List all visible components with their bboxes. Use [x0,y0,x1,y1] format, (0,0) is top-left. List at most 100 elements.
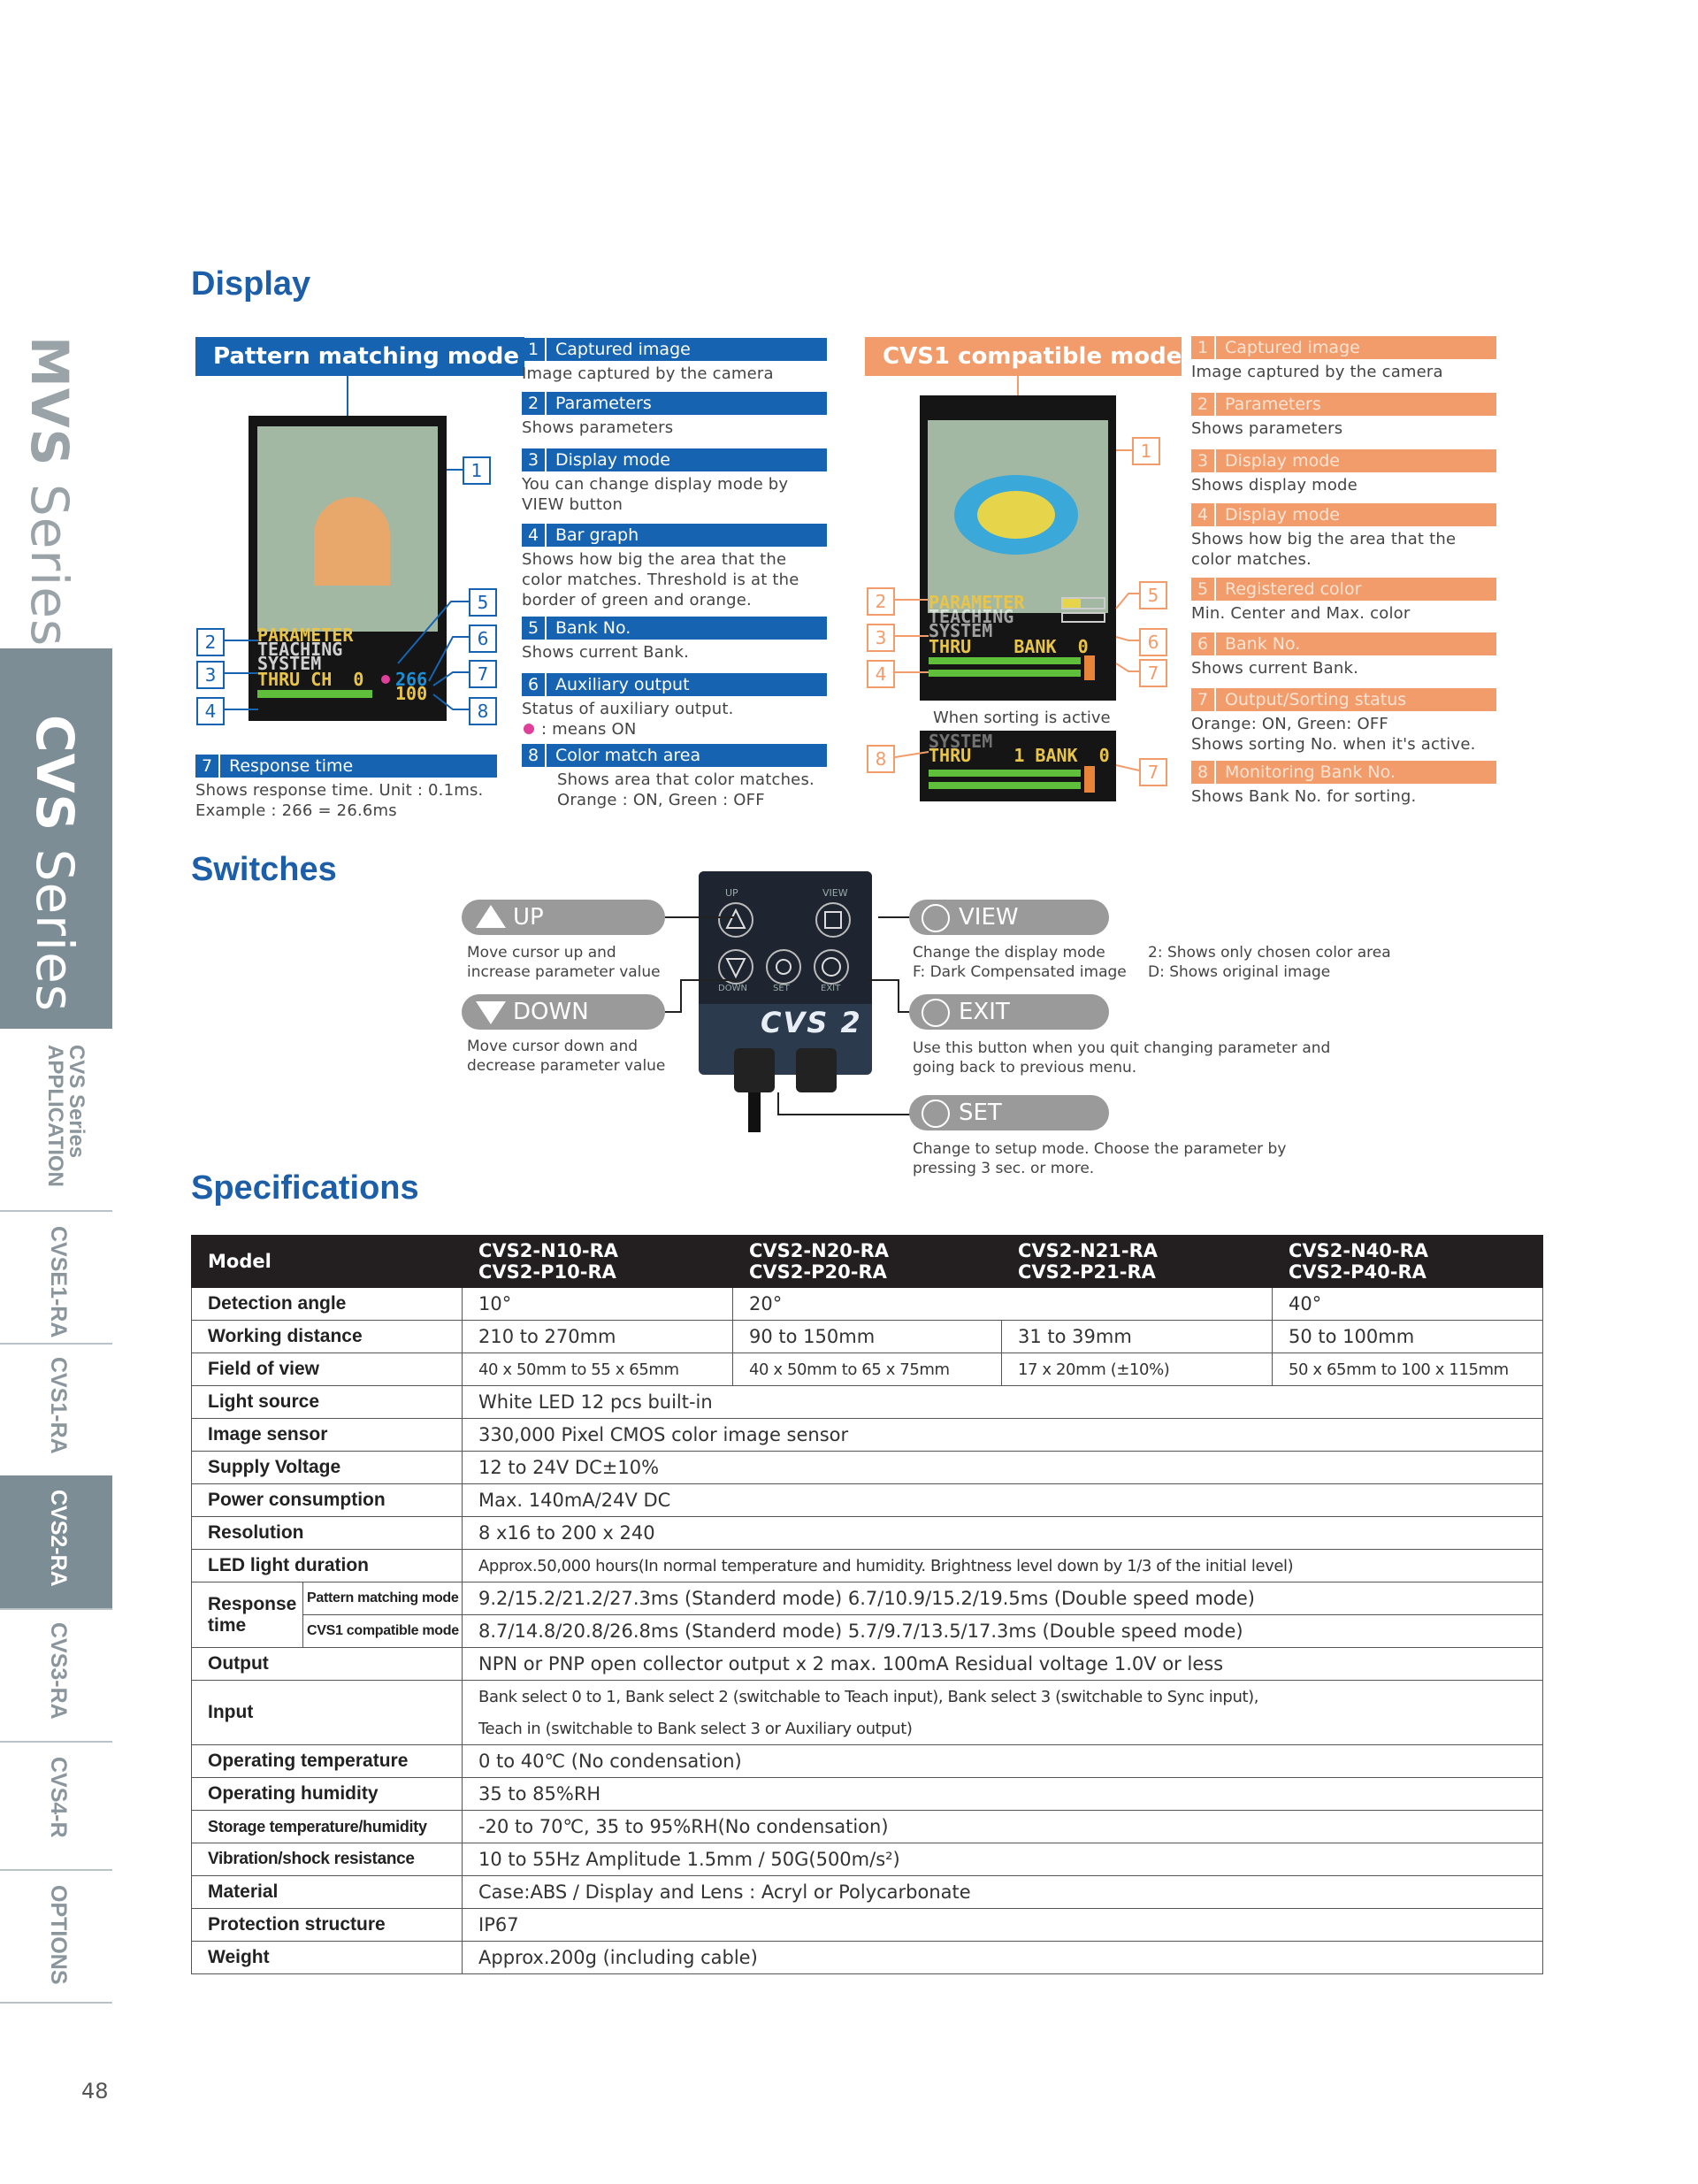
pattern-item-8-desc: Shows area that color matches. [557,770,815,789]
device-up-button[interactable] [718,902,753,938]
view-switch-label[interactable]: VIEW [909,900,1109,935]
pattern-lcd-teaching: TEACHING [257,639,343,660]
device-set-icon [776,959,792,975]
up-triangle-icon [476,904,506,928]
pattern-callout-3: 3 [196,661,225,689]
aux-dot-icon [524,724,534,734]
cvs1-callout-7: 7 [1139,659,1167,687]
sidebar-tab-cvs4-r[interactable]: CVS4-R [0,1741,112,1871]
table-row: Resolution 8 x16 to 200 x 240 [191,1516,1543,1550]
cvs1-captured-image [928,420,1108,613]
pattern-lcd-response: 266 [395,669,428,690]
cvs1-item-6-desc: Shows current Bank. [1191,659,1359,678]
sidebar-tab-cvs2-ra[interactable]: CVS2-RA [0,1475,112,1610]
up-switch-label[interactable]: UP [462,900,665,935]
pattern-item-7-desc2: Example : 266 = 26.6ms [195,801,397,820]
cvs1-item-3-desc: Shows display mode [1191,476,1358,494]
device-down-button[interactable] [718,949,753,985]
device-view-button[interactable] [815,902,851,938]
cvs1-registered-color-box [1061,597,1105,609]
set-switch-label[interactable]: SET [909,1095,1109,1130]
cvs1-item-1-desc: Image captured by the camera [1191,363,1443,381]
sidebar-mvs-bold: MVS [19,336,80,467]
pattern-callout-4: 4 [196,697,225,725]
table-row: Light source White LED 12 pcs built-in [191,1385,1543,1419]
table-row: Operating humidity 35 to 85%RH [191,1777,1543,1811]
device-down-icon [725,958,746,979]
device-exit-button[interactable] [814,949,849,985]
table-row: Power consumption Max. 140mA/24V DC [191,1483,1543,1517]
cvs1-item-5-desc: Min. Center and Max. color [1191,604,1411,623]
exit-switch-desc: Use this button when you quit changing p… [913,1039,1331,1077]
device-up-icon [725,908,746,929]
pattern-lcd-parameter: PARAMETER [257,625,354,646]
table-row: Storage temperature/humidity -20 to 70℃,… [191,1810,1543,1843]
table-row: Output NPN or PNP open collector output … [191,1647,1543,1681]
pattern-callout-5: 5 [469,588,497,617]
down-switch-label[interactable]: DOWN [462,994,665,1030]
table-row: Input Bank select 0 to 1, Bank select 2 … [191,1680,1543,1745]
cvs1-mode-title: CVS1 compatible mode [865,337,1182,376]
pattern-callout-lines [225,601,469,710]
cvs1-target-inner [977,491,1055,539]
table-row: Image sensor 330,000 Pixel CMOS color im… [191,1418,1543,1452]
device-view-label: VIEW [822,887,848,899]
table-row: Supply Voltage 12 to 24V DC±10% [191,1451,1543,1484]
cvs1-callout-lines [894,593,1140,771]
cvs1-item-7-desc2: Shows sorting No. when it's active. [1191,735,1476,754]
sidebar-tab-application[interactable]: CVS Series APPLICATION [0,1029,112,1212]
device-connector-left [734,1048,775,1092]
table-row: Weight Approx.200g (including cable) [191,1941,1543,1974]
device-exit-icon [822,957,841,977]
set-switch-desc: Change to setup mode. Choose the paramet… [913,1140,1287,1177]
sidebar-cvs-series[interactable]: CVS Series [0,648,112,1029]
sidebar-tab-cvs3-ra[interactable]: CVS3-RA [0,1608,112,1743]
pattern-item-3-desc: You can change display mode by VIEW butt… [522,475,789,514]
up-switch-desc: Move cursor up and increase parameter va… [467,944,661,981]
pattern-item-5-desc: Shows current Bank. [522,643,690,662]
cvs1-callout-8: 8 [867,745,895,773]
cvs2-device: UP VIEW DOWN SET EXIT CVS 2 [699,871,872,1132]
pattern-bar-graph [257,690,372,698]
table-row: Response time Pattern matching mode 9.2/… [191,1582,1543,1648]
pattern-lcd-thru: THRU CH 0 [257,669,364,690]
sidebar-tab-options[interactable]: OPTIONS [0,1869,112,2004]
device-connector-right [796,1048,837,1092]
table-row: Detection angle 10° 20° 40° [191,1287,1543,1321]
exit-switch-label[interactable]: EXIT [909,994,1109,1030]
cvs1-item-4-desc: Shows how big the area that the color ma… [1191,530,1457,569]
pattern-target-shape [314,497,390,586]
cvs1-callout-5: 5 [1139,581,1167,609]
sidebar-tab-cvs1-ra[interactable]: CVS1-RA [0,1343,112,1477]
device-exit-label: EXIT [821,984,841,993]
pattern-callout-8: 8 [469,697,497,725]
display-heading: Display [191,265,311,303]
pattern-title-connector [347,376,348,416]
device-down-label: DOWN [718,984,747,993]
sidebar-tab-cvse1-ra[interactable]: CVSE1-RA [0,1210,112,1345]
cvs1-callout-7b: 7 [1139,758,1167,786]
cvs1-lcd-parameter: PARAMETER [929,592,1025,613]
sidebar-cvs-rest: Series [25,831,85,1013]
cvs1-sorting-screen: SYSTEM THRU 1 BANK 0 [920,731,1116,801]
device-set-button[interactable] [766,949,801,985]
sidebar-mvs-series[interactable]: MVS Series [19,336,133,647]
device-view-icon [824,911,842,929]
cvs1-callout-4: 4 [867,660,895,688]
pattern-item-1-desc: Image captured by the camera [522,364,774,383]
cvs1-callout-2: 2 [867,587,895,616]
pattern-callout-2: 2 [196,628,225,656]
table-row: CVS1 compatible mode 8.7/14.8/20.8/26.8m… [192,1614,1543,1648]
